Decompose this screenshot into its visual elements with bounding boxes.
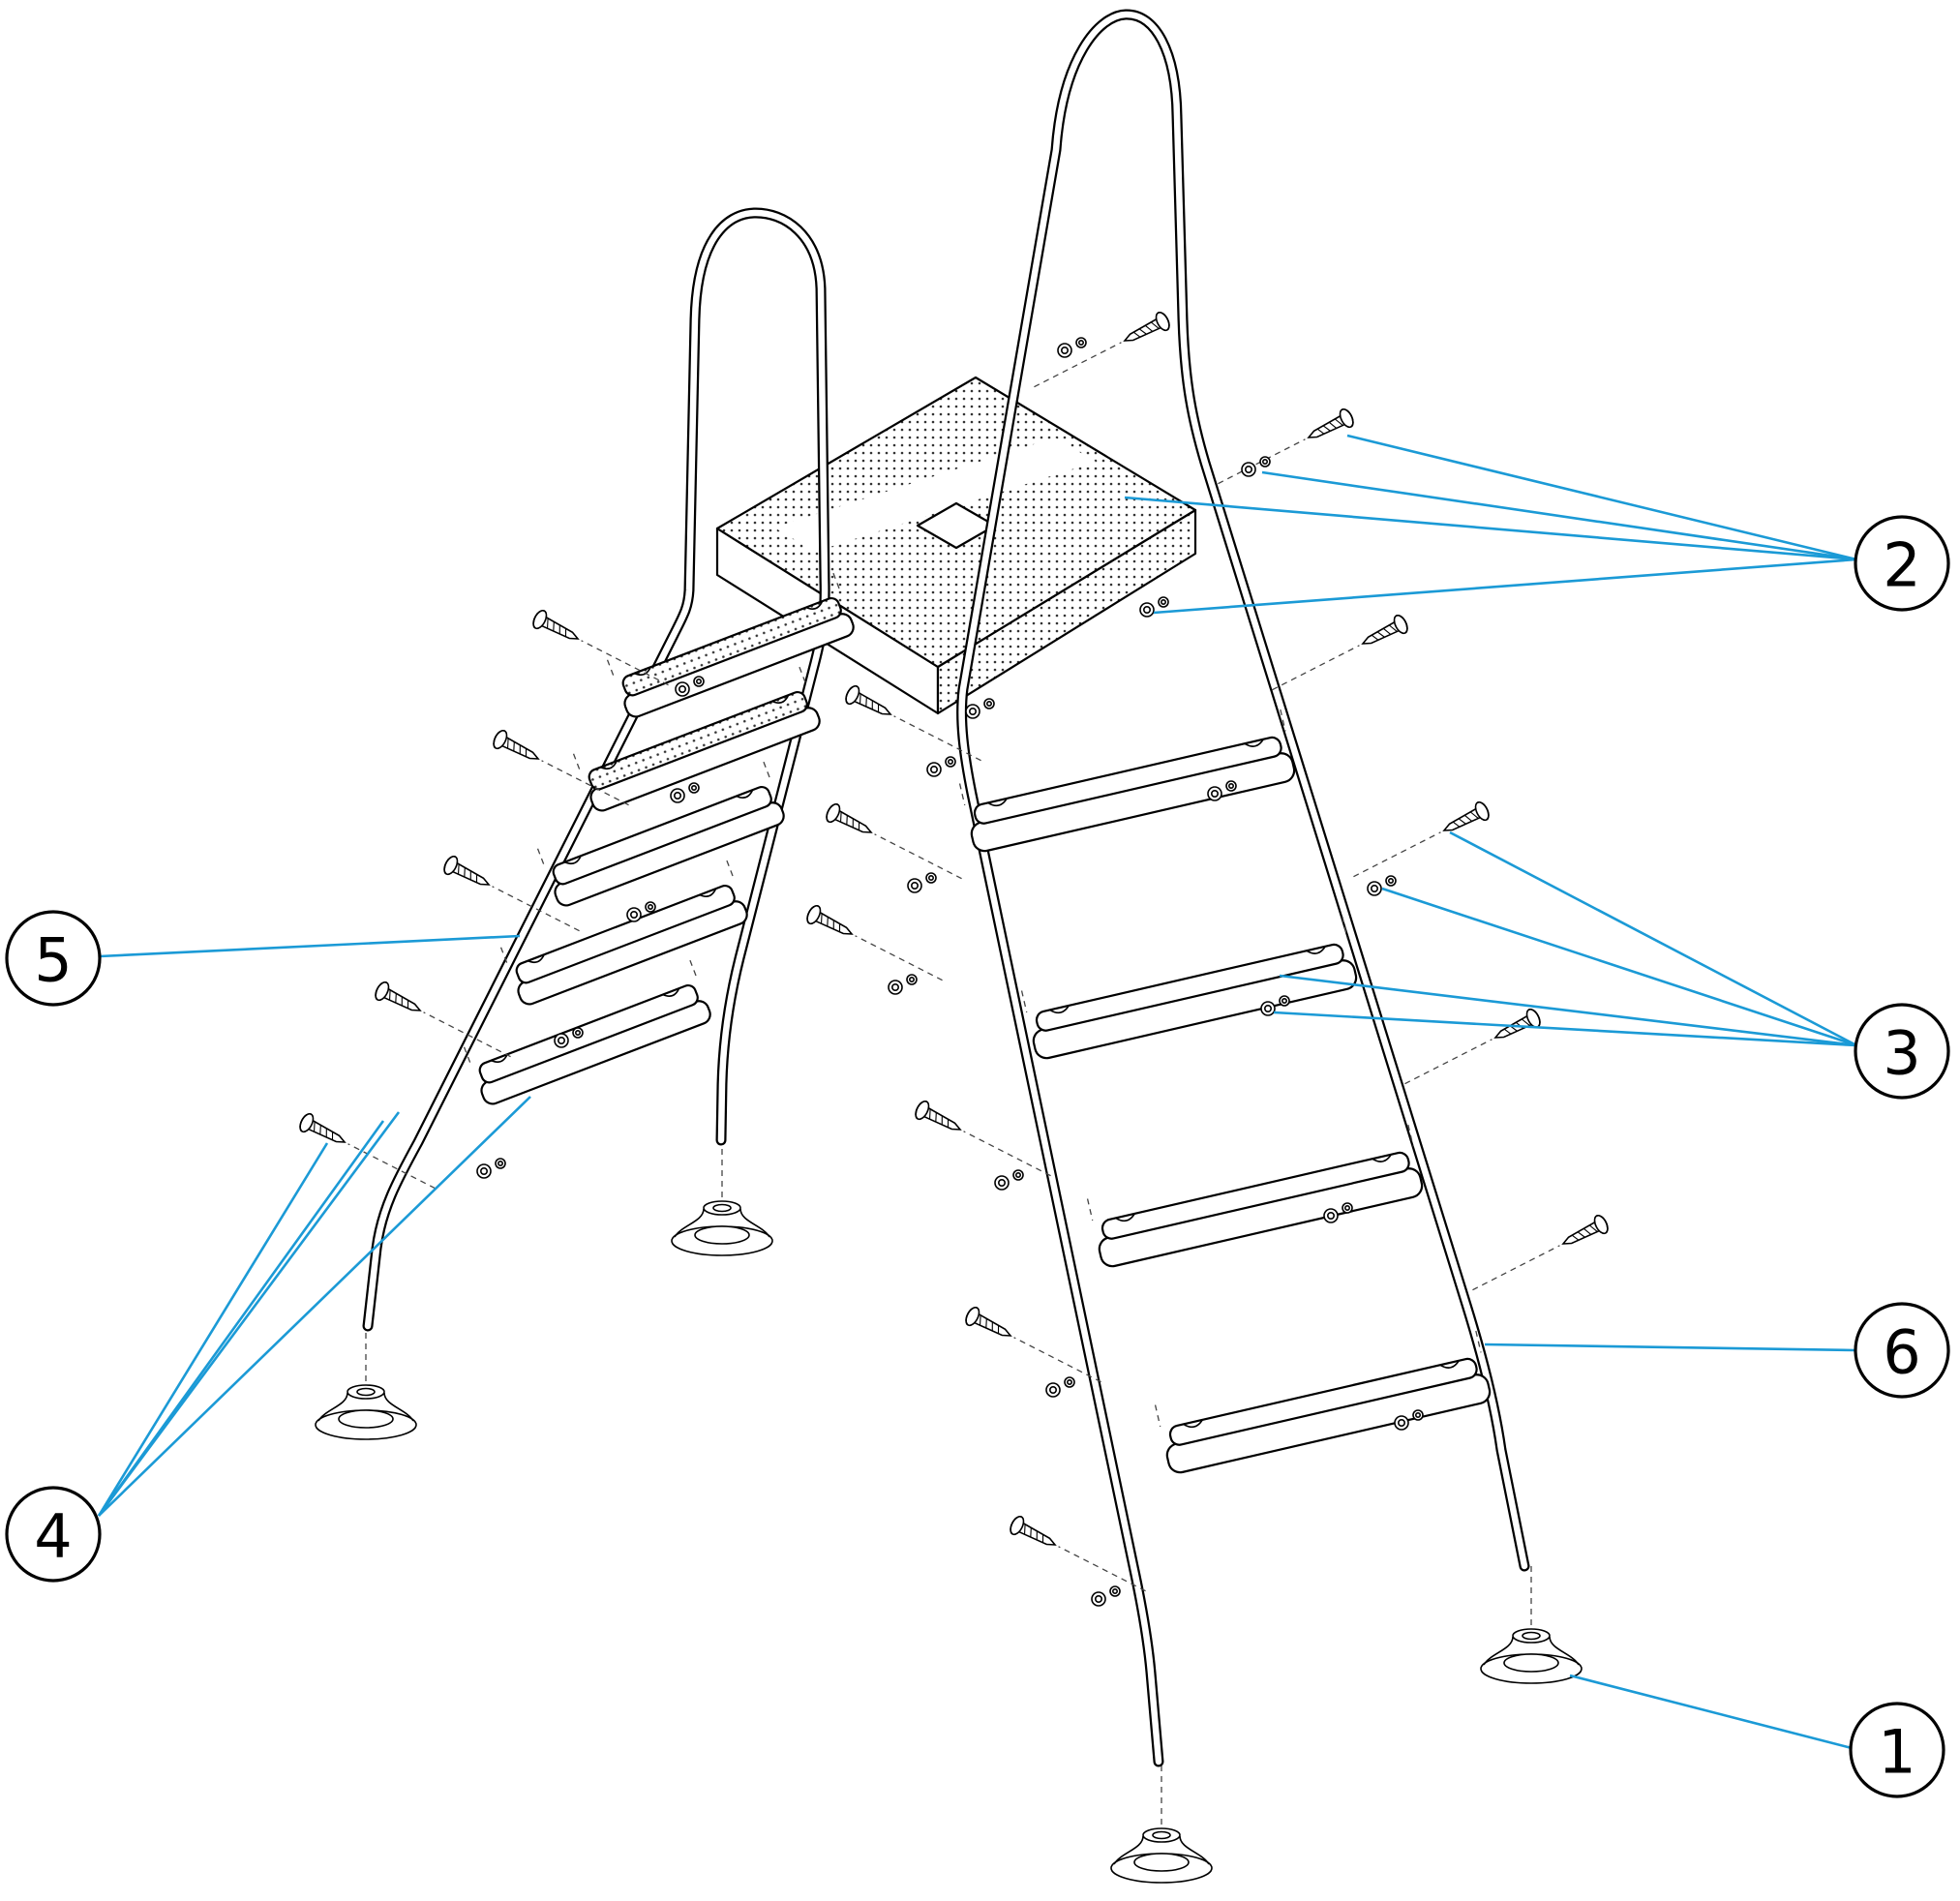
leader-line-callout-2 xyxy=(1153,558,1857,615)
screw-icon xyxy=(803,902,948,990)
platform-tread-band xyxy=(774,438,1096,552)
leader-line-callout-1 xyxy=(1569,1674,1853,1750)
callout-4-circle xyxy=(5,1486,102,1583)
washer-nut-icon xyxy=(1057,337,1087,358)
callout-2-circle xyxy=(1854,515,1950,612)
washer-nut-icon xyxy=(476,1158,506,1179)
callout-5-label: 5 xyxy=(34,925,72,996)
leader-line-callout-4 xyxy=(98,1096,531,1517)
leader-line-callout-2 xyxy=(1346,434,1857,561)
callout-4-label: 4 xyxy=(34,1501,72,1572)
foot-base-icon xyxy=(315,1321,417,1440)
callout-3-circle xyxy=(1854,1003,1950,1100)
screw-icon xyxy=(1267,612,1411,700)
callout-3: 3 xyxy=(1854,1003,1950,1100)
screw-icon xyxy=(1213,406,1357,494)
callout-1-circle xyxy=(1849,1702,1945,1798)
callouts: 1 2 3 4 5 6 xyxy=(5,515,1950,1798)
top-platform xyxy=(715,376,1197,715)
washer-nut-icon xyxy=(965,698,995,719)
callout-2-label: 2 xyxy=(1883,530,1920,601)
leader-line-callout-3 xyxy=(1381,887,1857,1047)
washer-nut-icon xyxy=(994,1169,1024,1191)
right-frame-tube xyxy=(956,9,1530,1767)
callout-6-circle xyxy=(1854,1302,1950,1399)
callout-1: 1 xyxy=(1849,1702,1945,1798)
callout-4: 4 xyxy=(5,1486,102,1583)
callout-5: 5 xyxy=(5,910,102,1007)
leader-line-callout-3 xyxy=(1273,1011,1857,1047)
leader-line-callout-2 xyxy=(1261,470,1857,561)
leader-line-callout-4 xyxy=(97,1111,401,1517)
leader-line-callout-3 xyxy=(1449,830,1857,1047)
callout-6-label: 6 xyxy=(1883,1317,1920,1388)
callout-2: 2 xyxy=(1854,515,1950,612)
leader-line-callout-3 xyxy=(1279,974,1857,1047)
step-tread xyxy=(1086,1123,1426,1270)
leader-line-callout-6 xyxy=(1484,1343,1856,1352)
washer-nut-icon xyxy=(670,782,700,803)
washer-nut-icon xyxy=(888,974,918,995)
foot-base-icon xyxy=(1480,1565,1583,1684)
washer-nut-icon xyxy=(1045,1376,1075,1398)
callout-1-label: 1 xyxy=(1878,1717,1915,1788)
callout-6: 6 xyxy=(1854,1302,1950,1399)
callout-5-circle xyxy=(5,910,102,1007)
screw-icon xyxy=(1029,309,1173,397)
washer-nut-icon xyxy=(907,872,937,893)
screw-icon xyxy=(823,800,967,889)
step-tread xyxy=(1020,915,1360,1062)
callout-3-label: 3 xyxy=(1883,1018,1920,1089)
washer-nut-icon xyxy=(926,756,956,777)
ladder-feet xyxy=(315,1137,1583,1884)
foot-base-icon xyxy=(671,1137,773,1256)
foot-base-icon xyxy=(1110,1765,1213,1884)
step-tread xyxy=(1154,1329,1493,1476)
step-tread xyxy=(958,708,1298,855)
leader-lines xyxy=(97,434,1857,1750)
screw-icon xyxy=(1467,1212,1612,1300)
leader-line-callout-4 xyxy=(97,1142,329,1517)
leader-line-callout-5 xyxy=(99,934,521,958)
washer-nut-icon xyxy=(1091,1585,1121,1607)
leader-line-callout-2 xyxy=(1124,496,1857,561)
